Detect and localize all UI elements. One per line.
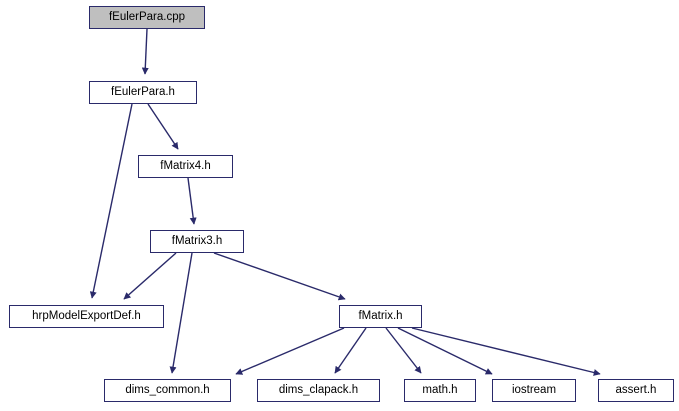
edge-fmatrix3_h-to-fmatrix_h <box>213 252 346 301</box>
node-label: assert.h <box>615 383 657 396</box>
node-label: fMatrix.h <box>358 309 403 322</box>
node-label: dims_clapack.h <box>278 383 359 396</box>
edge-fmatrix3_h-to-dims_common_h <box>169 252 193 374</box>
node-fmatrix3_h[interactable]: fMatrix3.h <box>150 230 244 253</box>
node-dims_clapack_h[interactable]: dims_clapack.h <box>257 379 380 402</box>
node-feulerpara_cpp[interactable]: fEulerPara.cpp <box>89 6 205 29</box>
node-hrpmodelexportdef_h[interactable]: hrpModelExportDef.h <box>9 305 164 328</box>
edge-feulerpara_h-to-hrpmodelexportdef_h <box>89 103 133 299</box>
node-label: fMatrix4.h <box>160 159 211 172</box>
node-label: fMatrix3.h <box>171 234 223 247</box>
edge-feulerpara_cpp-to-feulerpara_h <box>141 28 149 75</box>
node-feulerpara_h[interactable]: fEulerPara.h <box>89 81 197 104</box>
edge-fmatrix3_h-to-hrpmodelexportdef_h <box>123 252 177 300</box>
edge-fmatrix_h-to-iostream <box>397 327 493 375</box>
node-label: fEulerPara.cpp <box>108 10 186 23</box>
node-label: iostream <box>511 383 557 396</box>
node-iostream[interactable]: iostream <box>492 379 576 402</box>
node-label: dims_common.h <box>125 383 210 396</box>
node-label: math.h <box>422 383 458 396</box>
edge-paths <box>89 28 601 376</box>
node-fmatrix_h[interactable]: fMatrix.h <box>339 305 422 328</box>
node-math_h[interactable]: math.h <box>404 379 476 402</box>
node-assert_h[interactable]: assert.h <box>598 379 674 402</box>
edge-fmatrix_h-to-dims_common_h <box>235 327 345 375</box>
edge-feulerpara_h-to-fmatrix4_h <box>147 103 179 150</box>
edge-fmatrix_h-to-assert_h <box>411 327 601 376</box>
edge-fmatrix_h-to-dims_clapack_h <box>334 327 367 374</box>
node-label: fEulerPara.h <box>111 85 175 98</box>
node-label: hrpModelExportDef.h <box>32 309 141 322</box>
edge-fmatrix4_h-to-fmatrix3_h <box>187 177 197 225</box>
edge-fmatrix_h-to-math_h <box>385 327 422 374</box>
node-dims_common_h[interactable]: dims_common.h <box>104 379 231 402</box>
node-fmatrix4_h[interactable]: fMatrix4.h <box>138 155 233 178</box>
